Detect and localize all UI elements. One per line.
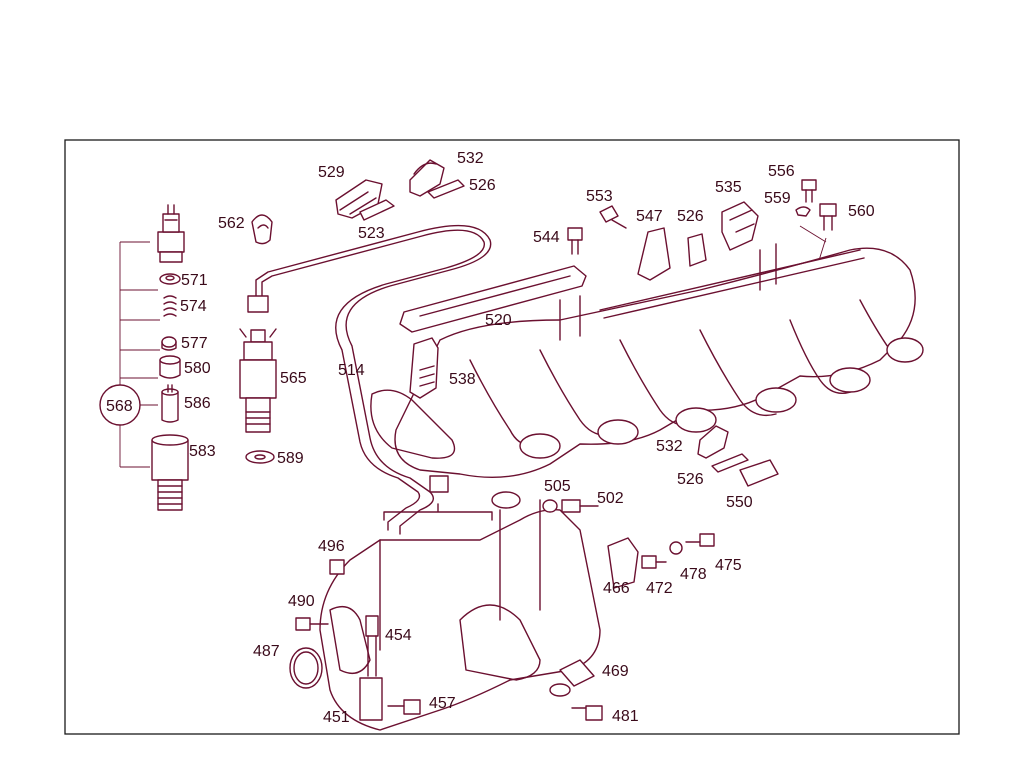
label-451: 451	[323, 709, 350, 726]
label-505: 505	[544, 478, 571, 495]
injection-line-514	[247, 224, 492, 535]
connector-538	[409, 337, 439, 399]
label-457: 457	[429, 695, 456, 712]
label-562: 562	[218, 215, 245, 232]
label-550: 550	[726, 494, 753, 511]
label-481: 481	[612, 708, 639, 725]
label-560: 560	[848, 203, 875, 220]
label-490: 490	[288, 593, 315, 610]
label-487: 487	[253, 643, 280, 660]
pump-hardware	[289, 499, 715, 721]
label-583: 583	[189, 443, 216, 460]
label-574: 574	[180, 298, 207, 315]
label-580: 580	[184, 360, 211, 377]
label-586: 586	[184, 395, 211, 412]
label-568: 568	[106, 398, 133, 415]
clips-top-group	[335, 159, 465, 221]
clips-right-group	[697, 425, 779, 487]
diagram-frame	[64, 139, 960, 735]
label-589: 589	[277, 450, 304, 467]
bracket-520	[399, 265, 587, 333]
label-529: 529	[318, 164, 345, 181]
label-556: 556	[768, 163, 795, 180]
label-502: 502	[597, 490, 624, 507]
label-466: 466	[603, 580, 630, 597]
label-547: 547	[636, 208, 663, 225]
injector-565	[239, 328, 277, 464]
intake-manifold	[370, 243, 924, 478]
label-544: 544	[533, 229, 560, 246]
label-532-top: 532	[457, 150, 484, 167]
label-475: 475	[715, 557, 742, 574]
label-565: 565	[280, 370, 307, 387]
label-454: 454	[385, 627, 412, 644]
label-478: 478	[680, 566, 707, 583]
label-469: 469	[602, 663, 629, 680]
label-526-right: 526	[677, 471, 704, 488]
part-labels: 529 532 526 523 562 556 553 547 526 535 …	[106, 150, 875, 726]
label-535: 535	[715, 179, 742, 196]
label-523: 523	[358, 225, 385, 242]
clip-562	[251, 214, 273, 245]
label-472: 472	[646, 580, 673, 597]
label-577: 577	[181, 335, 208, 352]
label-526-mid: 526	[677, 208, 704, 225]
label-514: 514	[338, 362, 365, 379]
label-532-right: 532	[656, 438, 683, 455]
label-538: 538	[449, 371, 476, 388]
label-526-top: 526	[469, 177, 496, 194]
injection-pump	[319, 491, 601, 731]
label-571: 571	[181, 272, 208, 289]
label-553: 553	[586, 188, 613, 205]
injector-exploded-group	[99, 204, 189, 511]
label-520: 520	[485, 312, 512, 329]
top-right-hardware	[567, 179, 837, 335]
label-559: 559	[764, 190, 791, 207]
label-496: 496	[318, 538, 345, 555]
